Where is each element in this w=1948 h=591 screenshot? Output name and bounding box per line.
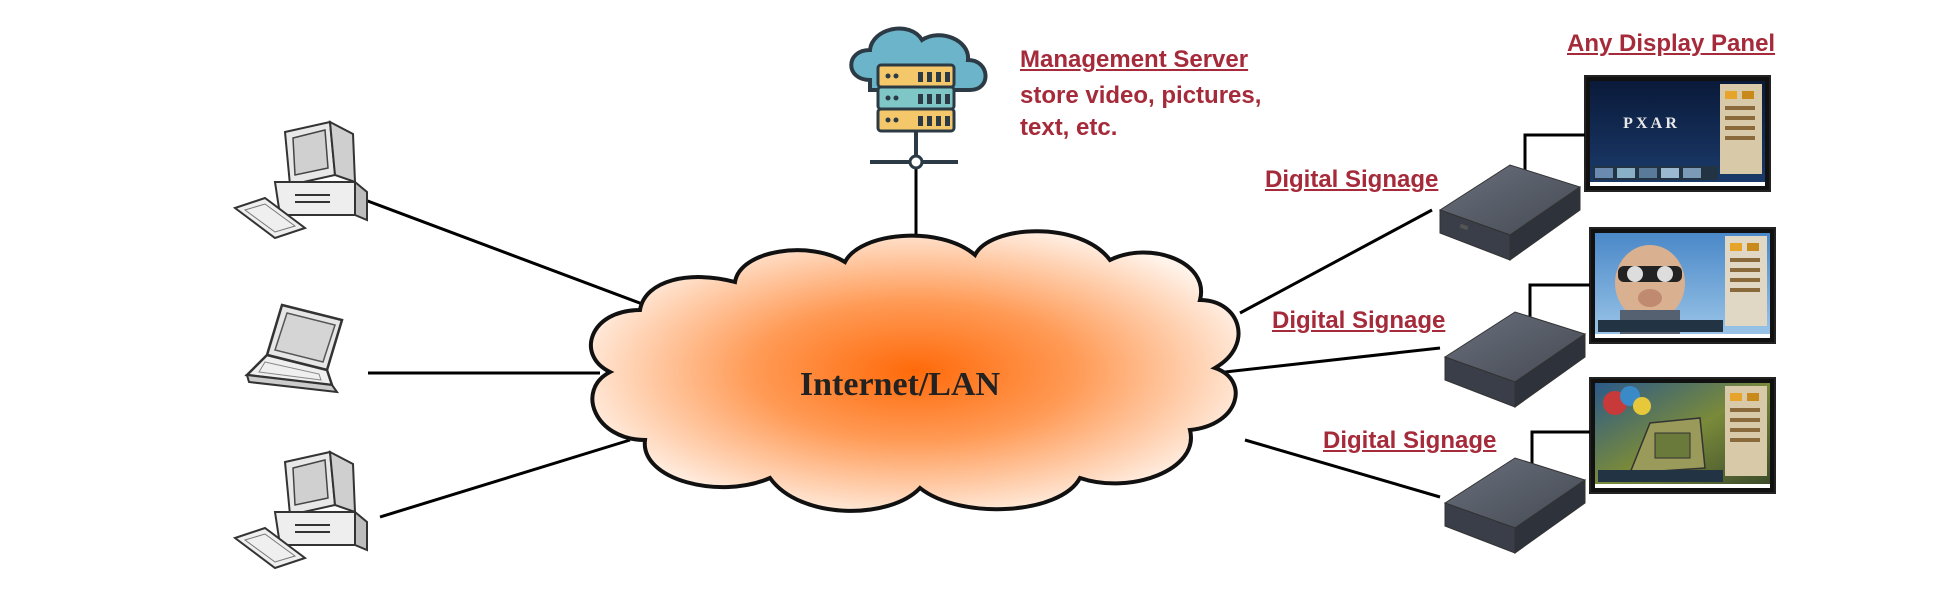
display-panel-icon: P X A R	[1584, 75, 1771, 192]
server-description-line2: text, etc.	[1020, 114, 1118, 141]
media-player-box-icon	[1438, 164, 1582, 261]
internet-cloud: Internet/LAN	[589, 229, 1241, 513]
server-description: store video, pictures, text, etc.	[1020, 80, 1261, 144]
signage-label-3: Digital Signage	[1323, 427, 1497, 454]
line-computer2	[379, 438, 631, 519]
signage-label-1: Digital Signage	[1265, 166, 1439, 193]
screen1-logo: P X A R	[1623, 115, 1677, 132]
display-panel-icon	[1589, 227, 1776, 344]
display-connectors	[1523, 133, 1590, 465]
display-panel-icon	[1589, 377, 1776, 494]
line-signage1	[1239, 208, 1433, 315]
media-player-box-icon	[1443, 457, 1587, 554]
display-panel-label: Any Display Panel	[1567, 30, 1776, 57]
signage-label-2: Digital Signage	[1272, 307, 1446, 334]
cloud-server-icon	[849, 26, 988, 170]
line-computer1	[364, 198, 646, 307]
cloud-shape	[589, 229, 1241, 513]
connection-lines	[364, 165, 1441, 519]
server-title: Management Server	[1020, 46, 1249, 73]
line-signage2	[1224, 346, 1441, 374]
cloud-label: Internet/LAN	[800, 366, 1001, 403]
line-signage3	[1244, 438, 1441, 499]
server-description-line1: store video, pictures,	[1020, 82, 1262, 109]
media-player-box-icon	[1443, 311, 1587, 408]
desktop-computer-icon	[232, 450, 368, 570]
desktop-computer-icon	[232, 120, 368, 240]
laptop-icon	[244, 303, 344, 394]
